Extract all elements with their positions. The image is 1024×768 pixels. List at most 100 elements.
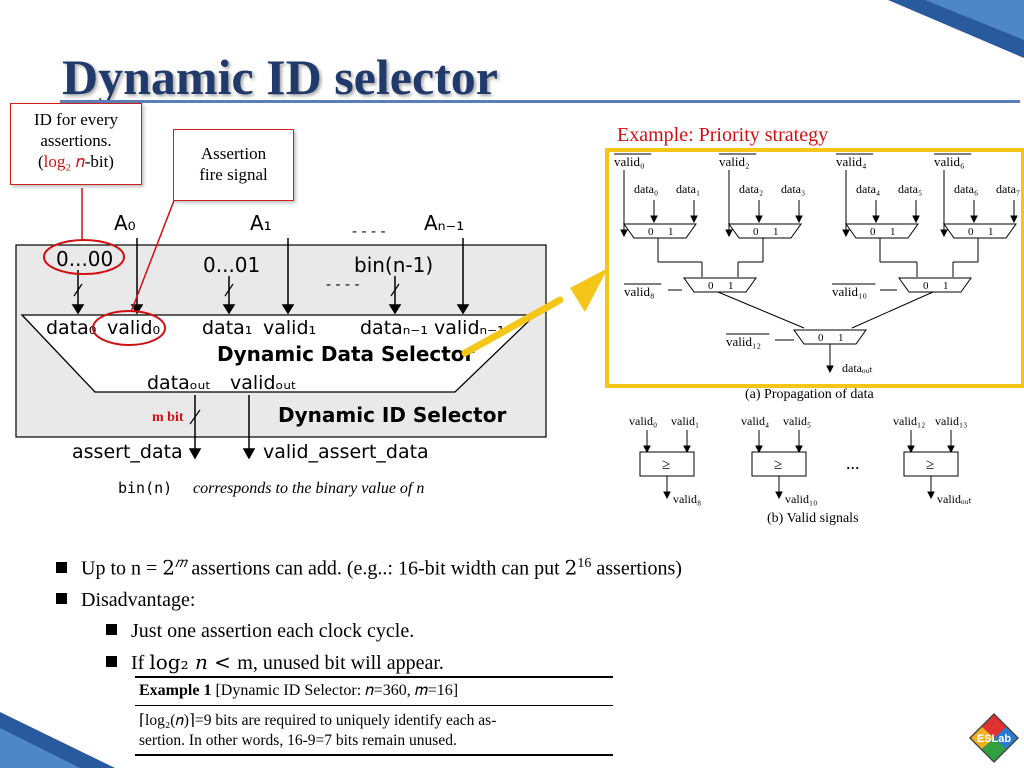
mux-l1-3 <box>943 223 1017 239</box>
mux-l1-3-one: 1 <box>988 226 994 238</box>
valid0-highlight-ellipse <box>92 310 166 346</box>
valid-top-1: valid₂ <box>719 154 750 169</box>
example-title: Example: Priority strategy <box>617 124 829 146</box>
b1-text-a: Up to n = <box>81 557 163 580</box>
caption-b: (b) Valid signals <box>767 511 859 526</box>
data-out-label: dataₒᵤₜ <box>842 361 873 375</box>
valid12-label: valid₁₂ <box>726 334 761 349</box>
comparator-ge-1: ≥ <box>774 457 782 473</box>
title-underline <box>60 100 1020 103</box>
data-out-label: dataₒᵤₜ <box>147 372 211 394</box>
mux-l2-0-zero: 0 <box>708 280 714 292</box>
valid1-label: valid₁ <box>263 317 316 339</box>
b1-base2: 2 <box>564 555 578 580</box>
data-arrow-left-2-head <box>872 215 880 224</box>
valid-arrow-2-head <box>842 229 850 238</box>
fire-callout-pointer <box>130 197 176 313</box>
mux-l1-0 <box>623 223 697 239</box>
data-right-1: data₃ <box>781 182 805 196</box>
l2-out-left <box>717 291 805 329</box>
cmp-in-right-2-head <box>947 445 955 454</box>
slide-title: Dynamic ID selector <box>62 49 498 105</box>
data-arrow-right-3-head <box>1010 215 1018 224</box>
example-mid-rule <box>135 705 613 706</box>
example-bracket: [Dynamic ID Selector: 𝑛=360, 𝑚=16] <box>215 682 459 699</box>
example-body-line2: sertion. In other words, 16-9=7 bits rem… <box>139 732 457 749</box>
eslab-logo: ESLab <box>969 713 1019 763</box>
valid0-label: valid₀ <box>107 317 160 339</box>
id-callout-close: -bit) <box>84 152 114 171</box>
data-arrow-left-3-head <box>970 215 978 224</box>
id-callout-line1: ID for every <box>33 110 118 129</box>
mux-l2-0 <box>683 277 757 293</box>
link-arrow-line <box>461 296 564 357</box>
b1-base: 2 <box>162 555 176 580</box>
example-label: Example 1 <box>139 682 212 699</box>
id-callout-line3: (log₂ 𝑛-bit) <box>11 151 141 172</box>
data-selector-label: Dynamic Data Selector <box>217 342 475 366</box>
id0-highlight-ellipse <box>43 239 125 275</box>
link-arrow-head <box>570 268 608 312</box>
bullet-square-icon <box>56 592 67 604</box>
comparator-ge-2: ≥ <box>926 457 934 473</box>
id-0: 0...00 <box>56 247 113 271</box>
b4-math: log₂ 𝑛 < <box>149 649 238 674</box>
b4-text-c: m, unused bit will appear. <box>237 651 444 674</box>
cmp-out-2-head <box>927 491 935 500</box>
note-text: corresponds to the binary value of n <box>193 480 424 497</box>
cmp-in-left-0-head <box>643 445 651 454</box>
priority-highlight-box <box>605 148 1024 388</box>
valid-pair-left-1: valid₄ <box>741 414 769 428</box>
valid-top-0: valid₀ <box>614 154 645 169</box>
example-box: Example 1 [Dynamic ID Selector: 𝑛=360, 𝑚… <box>135 676 613 756</box>
data-arrow-right-2-head <box>912 215 920 224</box>
id-callout-log: log₂ 𝑛 <box>43 152 85 171</box>
cmp-in-right-1-head <box>795 445 803 454</box>
valid-out-label: validₒᵤₜ <box>230 372 297 394</box>
mux-l2-1-one: 1 <box>943 280 949 292</box>
mux-l1-1-one: 1 <box>773 226 779 238</box>
bottom-left-corner-highlight <box>0 728 80 768</box>
label-a1: A₁ <box>250 211 272 235</box>
comparator-0 <box>639 451 695 477</box>
b1-exp2: 16 <box>577 556 592 571</box>
label-a0: A₀ <box>114 211 136 235</box>
data-arrow-right-1-head <box>795 215 803 224</box>
mux-l1-2-one: 1 <box>890 226 896 238</box>
valid-output-0: valid₈ <box>673 492 701 506</box>
cmp-in-left-2-head <box>907 445 915 454</box>
bullet-square-icon <box>56 561 67 573</box>
top-right-corner-highlight <box>925 0 1024 40</box>
id-n: bin(n-1) <box>354 253 433 277</box>
bullet-4: If log₂ 𝑛 < m, unused bit will appear. <box>56 647 682 679</box>
bullet-3: Just one assertion each clock cycle. <box>56 616 682 647</box>
b3-text: Just one assertion each clock cycle. <box>131 619 415 642</box>
datan-label: dataₙ₋₁ <box>360 317 428 339</box>
example-top-rule <box>135 676 613 678</box>
m-bit-label: m bit <box>152 410 184 425</box>
bullet-square-icon <box>106 655 117 667</box>
valid-pair-right-1: valid₅ <box>783 414 811 428</box>
fire-callout-line1: Assertion <box>200 144 267 163</box>
valid-pair-left-2: valid₁₂ <box>893 414 925 428</box>
cmp-in-right-0-head <box>683 445 691 454</box>
comparator-1 <box>751 451 807 477</box>
data-left-1: data₂ <box>739 182 763 196</box>
data0-label: data₀ <box>46 317 96 339</box>
mux-l1-2-zero: 0 <box>870 226 876 238</box>
mux-l1-3-zero: 0 <box>968 226 974 238</box>
b1-text-g: assertions) <box>591 557 682 580</box>
valid-output-2: validₒᵤₜ <box>937 492 972 506</box>
data-right-2: data₅ <box>898 182 922 196</box>
mux-l2-0-one: 1 <box>728 280 734 292</box>
example-body-line1: ⌈log₂(𝑛)⌉=9 bits are required to uniquel… <box>139 712 497 729</box>
comparator-2 <box>903 451 959 477</box>
b1-exp: 𝑚 <box>175 556 187 571</box>
id-callout-box: ID for every assertions. (log₂ 𝑛-bit) <box>10 103 142 185</box>
bullet-list: Up to n = 2𝑚 assertions can add. (e.g..:… <box>56 548 682 679</box>
valid-arrow-3-head <box>940 229 948 238</box>
data-arrow-left-0-head <box>650 215 658 224</box>
label-an1: Aₙ₋₁ <box>424 211 464 235</box>
